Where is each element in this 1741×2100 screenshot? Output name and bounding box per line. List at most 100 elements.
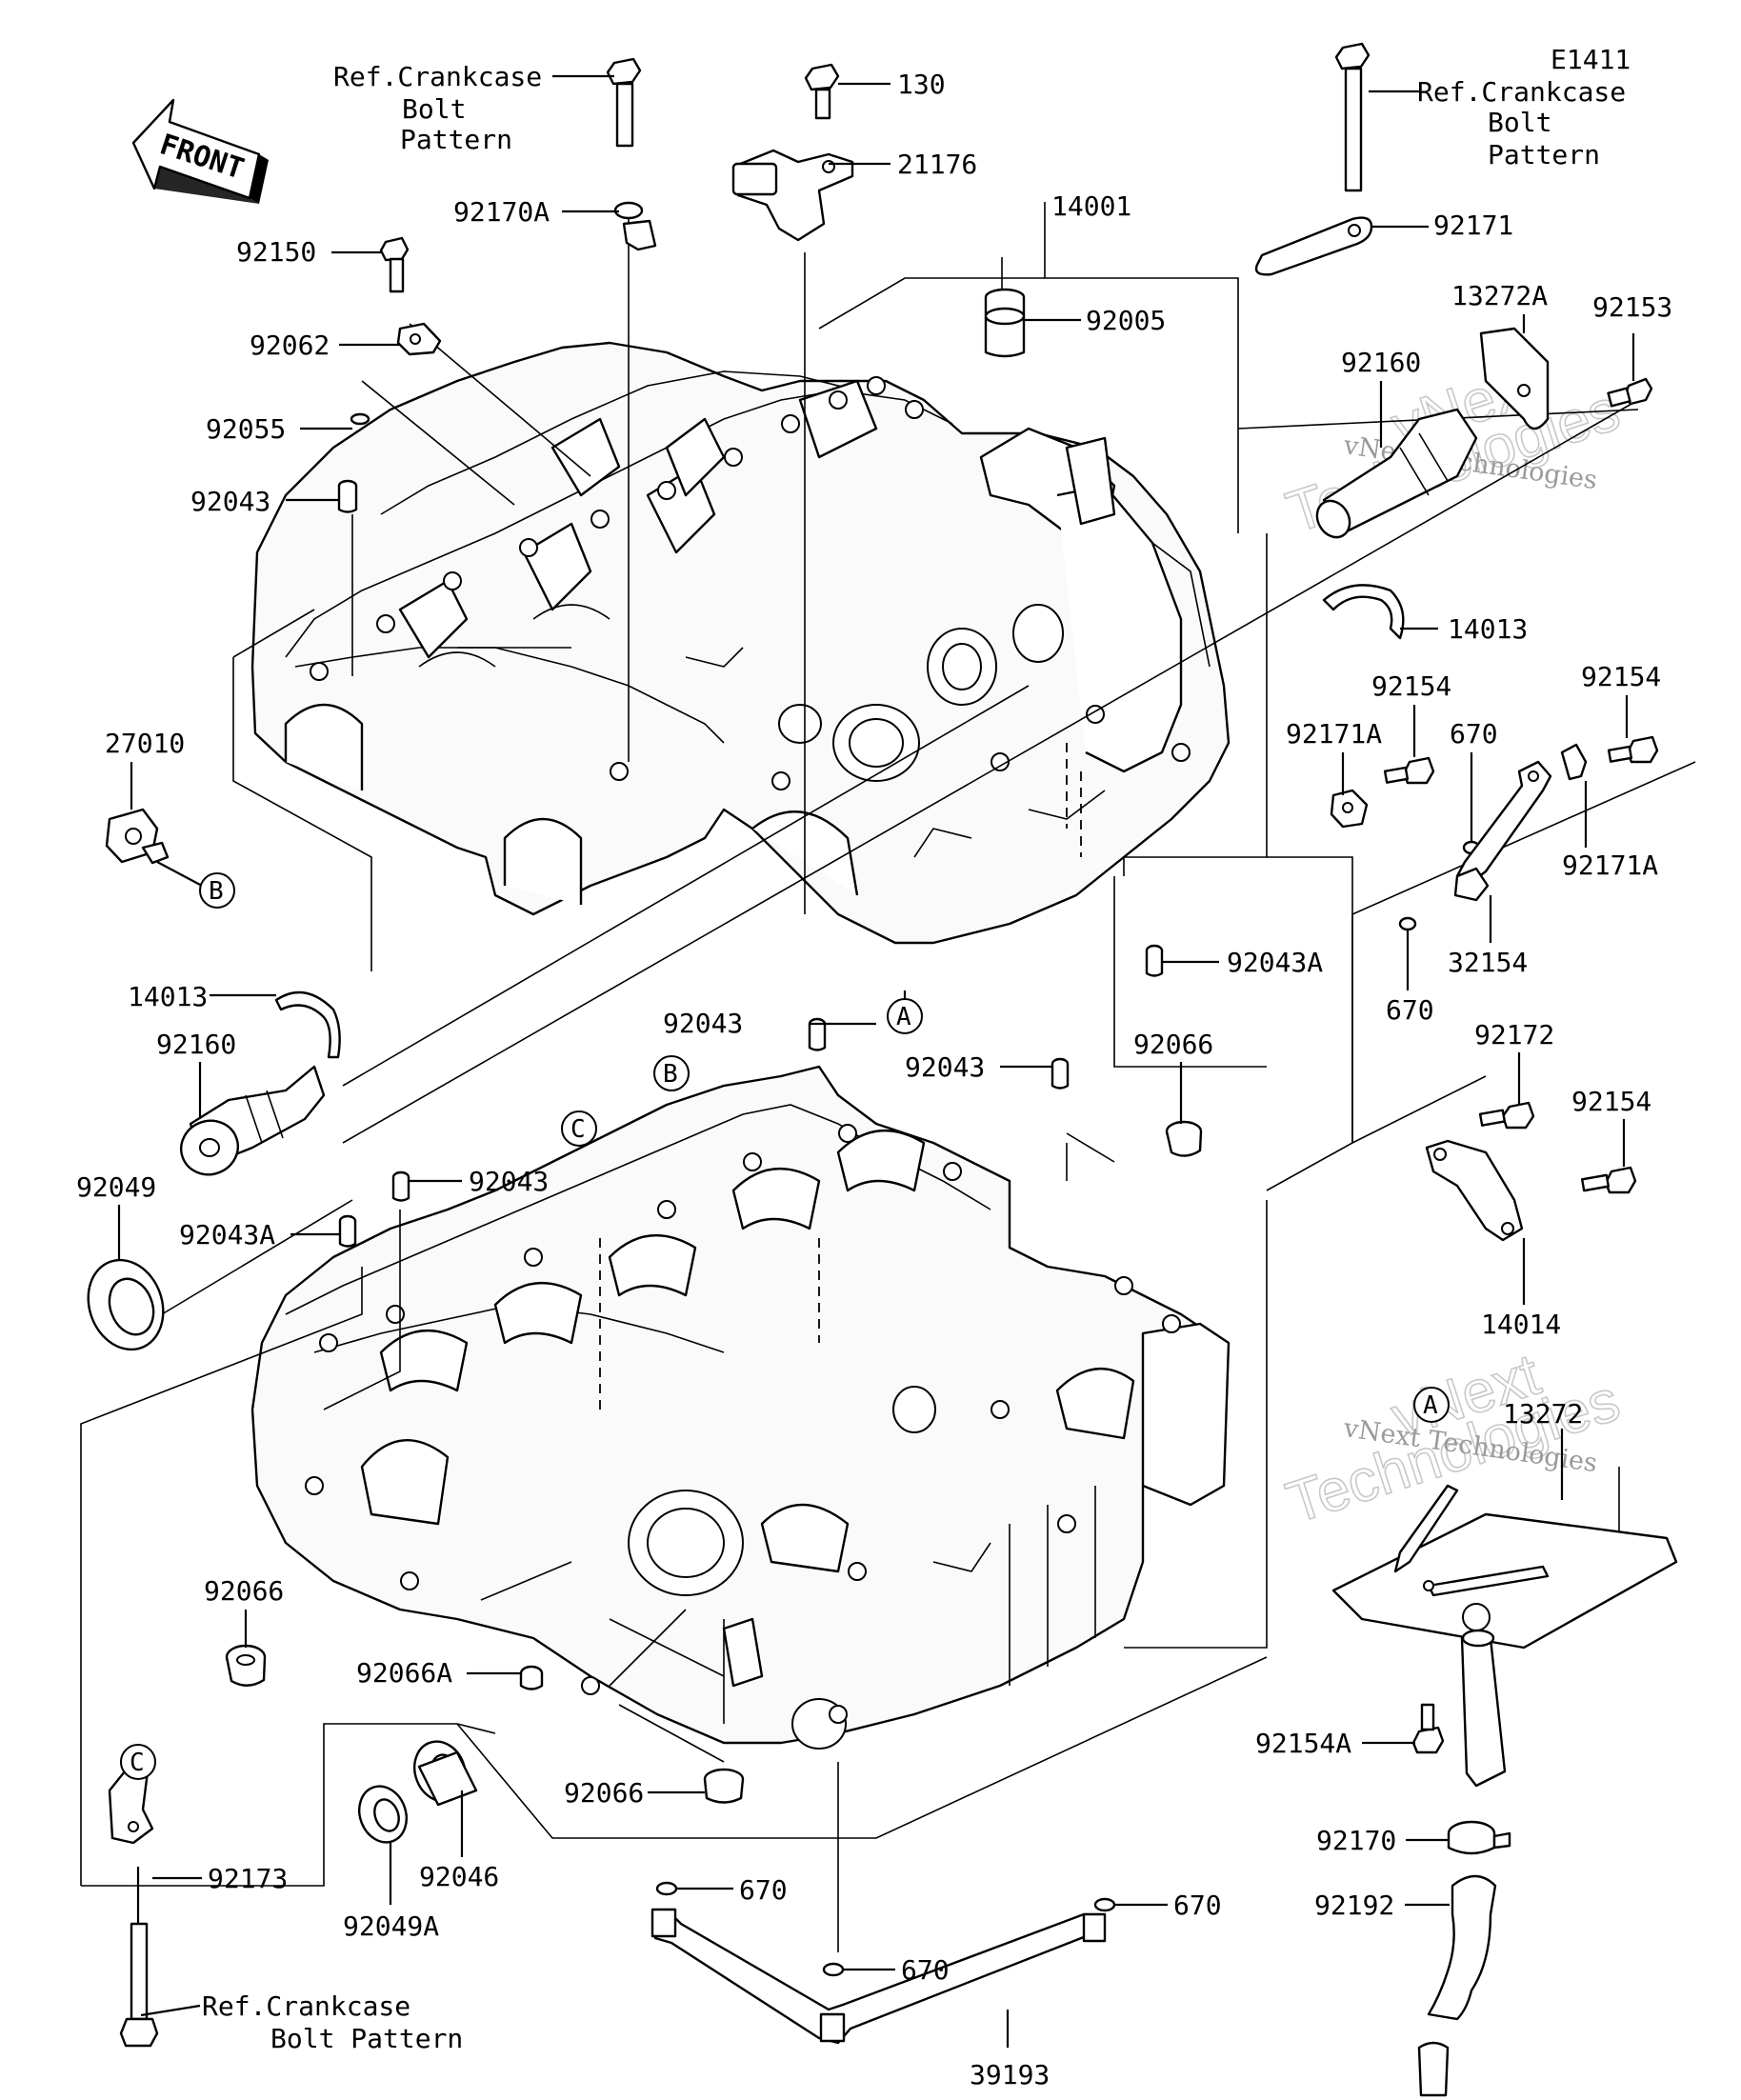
label-92172: 92172 [1474, 1019, 1554, 1050]
ref-top-right: Ref.Crankcase Bolt Pattern [1417, 76, 1626, 170]
bearing-92046 [413, 1740, 478, 1807]
pipe-assembly-39193 [650, 1908, 1107, 2045]
label-130: 130 [897, 69, 946, 100]
label-92043-mid: 92043 [663, 1008, 743, 1039]
switch-27010 [105, 808, 170, 865]
svg-text:A: A [896, 1003, 911, 1031]
upper-crankcase [250, 341, 1231, 945]
label-92055: 92055 [206, 413, 286, 445]
label-92043-mid2: 92043 [905, 1051, 985, 1083]
label-14014: 14014 [1481, 1309, 1561, 1340]
label-92154A: 92154A [1255, 1728, 1351, 1759]
plate-92171A-a [1330, 789, 1369, 829]
clamp-92170A [613, 201, 657, 251]
ref-bottom: Ref.Crankcase Bolt Pattern [202, 1990, 463, 2054]
hose-92192 [1417, 1874, 1497, 2097]
dowel-92043A-left [338, 1214, 357, 1248]
screen-plate-13272 [1331, 1484, 1678, 1650]
label-92066-left: 92066 [204, 1575, 284, 1607]
label-21176: 21176 [897, 149, 977, 180]
label-13272A: 13272A [1451, 280, 1548, 311]
marker-a-top: A [887, 998, 923, 1034]
svg-text:C: C [570, 1115, 586, 1144]
plug-92066-bottom [703, 1768, 745, 1804]
clamp-92170 [1447, 1820, 1511, 1855]
dowel-92043-mid2 [1051, 1057, 1070, 1090]
bolt-92154A [1411, 1703, 1445, 1754]
svg-text:B: B [663, 1060, 678, 1089]
label-92043A-right: 92043A [1227, 947, 1323, 978]
label-92066A: 92066A [356, 1657, 452, 1689]
rod-32154 [1453, 760, 1552, 902]
label-92043-low: 92043 [469, 1166, 549, 1197]
bolt-92154-b [1607, 735, 1659, 764]
marker-c-mid: C [561, 1110, 597, 1147]
marker-c-bottom: C [120, 1744, 156, 1780]
label-92062: 92062 [250, 330, 330, 361]
label-13272: 13272 [1503, 1398, 1583, 1430]
svg-text:B: B [209, 877, 224, 906]
dowel-92043-low [391, 1170, 410, 1202]
label-92171A-a: 92171A [1286, 718, 1382, 750]
label-92171A-b: 92171A [1562, 850, 1658, 881]
label-92170: 92170 [1316, 1825, 1396, 1856]
svg-text:Bolt: Bolt [402, 93, 466, 125]
label-92160-left: 92160 [156, 1029, 236, 1060]
seal-92049A [358, 1785, 408, 1844]
oring-670-c [655, 1881, 678, 1896]
shaft-92160-left [180, 1065, 326, 1176]
svg-text:Ref.Crankcase: Ref.Crankcase [333, 61, 542, 92]
bolt-ref-bottom [119, 1922, 159, 2048]
svg-text:Pattern: Pattern [1488, 139, 1600, 170]
svg-text:Pattern: Pattern [400, 124, 512, 155]
plug-92066A [519, 1665, 544, 1690]
label-92154-a: 92154 [1371, 670, 1451, 702]
label-32154: 32154 [1448, 947, 1528, 978]
label-92046: 92046 [419, 1861, 499, 1892]
plug-92066-top [1165, 1120, 1203, 1157]
label-92160-top: 92160 [1341, 347, 1421, 378]
label-14013-left: 14013 [128, 981, 208, 1012]
bracket-92062 [396, 322, 442, 356]
oring-670-b [1398, 916, 1417, 931]
part-labels: 130 21176 92170A 14001 92171 92150 92005… [76, 69, 1672, 2090]
oring-670-d [822, 1962, 845, 1977]
label-92066-bottom: 92066 [564, 1777, 644, 1809]
label-670-b: 670 [1386, 994, 1434, 1026]
plate-92171A-b [1560, 743, 1588, 781]
svg-text:Ref.Crankcase: Ref.Crankcase [1417, 76, 1626, 108]
label-92170A: 92170A [453, 196, 550, 228]
lower-crankcase [250, 1065, 1231, 1750]
label-92173: 92173 [208, 1863, 288, 1894]
bolt-92154-c [1580, 1166, 1637, 1194]
svg-text:Ref.Crankcase: Ref.Crankcase [202, 1990, 410, 2022]
marker-b-mid: B [653, 1055, 690, 1091]
seal-92049 [87, 1258, 165, 1351]
label-92043A-left: 92043A [179, 1219, 275, 1250]
plate-13272A [1479, 327, 1550, 430]
oring-92055 [350, 412, 370, 426]
svg-text:Bolt: Bolt [1488, 107, 1551, 138]
bolt-ref-top-right [1334, 42, 1371, 192]
svg-text:C: C [130, 1749, 145, 1777]
label-92192: 92192 [1314, 1890, 1394, 1921]
label-670-e: 670 [1173, 1890, 1222, 1921]
label-92049A: 92049A [343, 1910, 439, 1942]
svg-text:A: A [1423, 1391, 1438, 1420]
label-92005: 92005 [1086, 305, 1166, 336]
shaft-92160-top [1315, 408, 1478, 539]
label-670-c: 670 [739, 1874, 788, 1906]
label-92150: 92150 [236, 236, 316, 268]
marker-b-top: B [199, 872, 235, 909]
label-92171: 92171 [1433, 210, 1513, 241]
label-92066-top: 92066 [1133, 1029, 1213, 1060]
oring-670-e [1093, 1897, 1116, 1912]
label-39193: 39193 [970, 2059, 1050, 2090]
label-27010: 27010 [105, 728, 185, 759]
bolt-ref-top-left [606, 57, 642, 148]
label-92043-tl: 92043 [190, 486, 270, 517]
bolt-92172 [1478, 1101, 1535, 1130]
bolt-92153 [1607, 377, 1653, 408]
svg-text:Bolt Pattern: Bolt Pattern [270, 2023, 463, 2054]
